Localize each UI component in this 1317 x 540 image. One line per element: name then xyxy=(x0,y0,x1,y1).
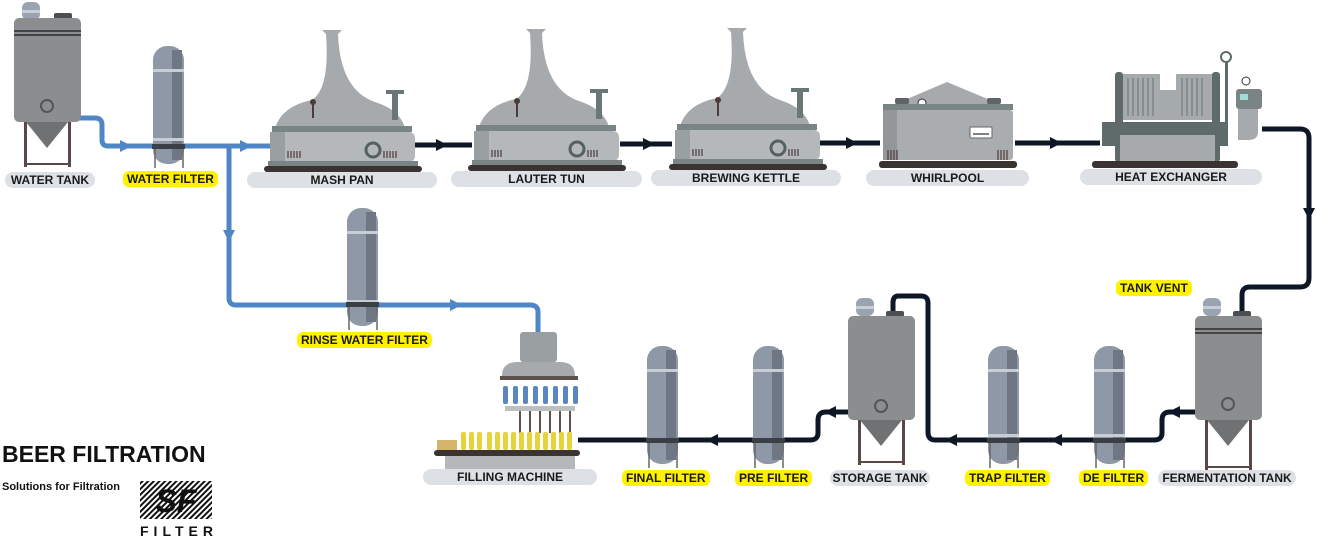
label-heat-exchanger: HEAT EXCHANGER xyxy=(1080,169,1262,185)
pipe-fermenter-out xyxy=(890,293,1195,443)
pipe-storage-out xyxy=(578,409,848,443)
rinse-water-filter-graphic xyxy=(346,208,379,330)
label-water-filter: WATER FILTER xyxy=(123,171,218,187)
arrow-icon xyxy=(223,230,235,242)
label-water-tank: WATER TANK xyxy=(5,172,95,188)
mash-pan-graphic xyxy=(264,30,422,172)
filling-machine-graphic xyxy=(434,332,580,470)
arrow-icon xyxy=(450,299,462,311)
label-final-filter: FINAL FILTER xyxy=(622,470,710,486)
gauge-icon xyxy=(364,141,382,159)
label-whirlpool: WHIRLPOOL xyxy=(866,170,1029,186)
label-pre-filter: PRE FILTER xyxy=(735,470,813,486)
pipe-watertank-to-filter xyxy=(52,115,270,149)
arrow-icon xyxy=(846,137,858,149)
logo-wordmark: FILTER xyxy=(140,523,218,539)
pipe-filter-to-rinse xyxy=(226,146,541,332)
water-pipes xyxy=(52,115,541,332)
final-filter-graphic xyxy=(646,346,679,468)
water-filter-graphic xyxy=(152,46,185,168)
gauge-icon xyxy=(1241,76,1251,86)
label-mash-pan: MASH PAN xyxy=(247,172,437,188)
sf-filter-logo-icon: SF xyxy=(140,481,212,519)
porthole-icon xyxy=(1221,397,1235,411)
arrow-icon xyxy=(1168,406,1180,418)
arrow-icon xyxy=(1050,137,1062,149)
brewing-kettle-graphic xyxy=(669,28,827,170)
arrow-icon xyxy=(1050,434,1062,446)
water-arrows xyxy=(120,140,462,311)
arrow-icon xyxy=(643,138,655,150)
label-fermentation-tank: FERMENTATION TANK xyxy=(1158,470,1296,486)
de-filter-graphic xyxy=(1093,346,1126,468)
label-brewing-kettle: BREWING KETTLE xyxy=(651,170,841,186)
pipe-hx-to-fermenter xyxy=(1239,126,1312,312)
porthole-icon xyxy=(874,399,888,413)
lauter-tun-graphic xyxy=(468,29,626,171)
label-lauter-tun: LAUTER TUN xyxy=(451,171,642,187)
label-trap-filter: TRAP FILTER xyxy=(965,470,1050,486)
heat-exchanger-graphic xyxy=(1092,51,1262,168)
page-title: BEER FILTRATION xyxy=(2,441,206,467)
storage-tank-graphic xyxy=(848,298,915,465)
label-tank-vent: TANK VENT xyxy=(1116,280,1192,296)
fermentation-tank-graphic xyxy=(1195,298,1262,470)
beer-pipes xyxy=(415,126,1312,443)
gauge-icon xyxy=(769,139,787,157)
porthole-icon xyxy=(40,99,54,113)
arrow-icon xyxy=(436,139,448,151)
arrow-icon xyxy=(1303,208,1315,220)
whirlpool-graphic xyxy=(879,82,1017,168)
water-tank-graphic xyxy=(14,2,81,167)
page-subtitle: Solutions for Filtration xyxy=(2,481,120,493)
label-rinse-water-filter: RINSE WATER FILTER xyxy=(297,332,432,348)
label-de-filter: DE FILTER xyxy=(1079,470,1149,486)
label-storage-tank: STORAGE TANK xyxy=(830,470,930,486)
arrow-icon xyxy=(945,434,957,446)
thermometer-icon xyxy=(1220,51,1232,63)
label-filling-machine: FILLING MACHINE xyxy=(423,469,597,485)
arrow-icon xyxy=(824,406,836,418)
svg-text:SF: SF xyxy=(156,483,198,519)
beer-arrows xyxy=(436,137,1315,446)
gauge-icon xyxy=(568,140,586,158)
arrow-icon xyxy=(240,140,252,152)
arrow-icon xyxy=(120,140,132,152)
pre-filter-graphic xyxy=(752,346,785,468)
arrow-icon xyxy=(706,434,718,446)
trap-filter-graphic xyxy=(987,346,1020,468)
